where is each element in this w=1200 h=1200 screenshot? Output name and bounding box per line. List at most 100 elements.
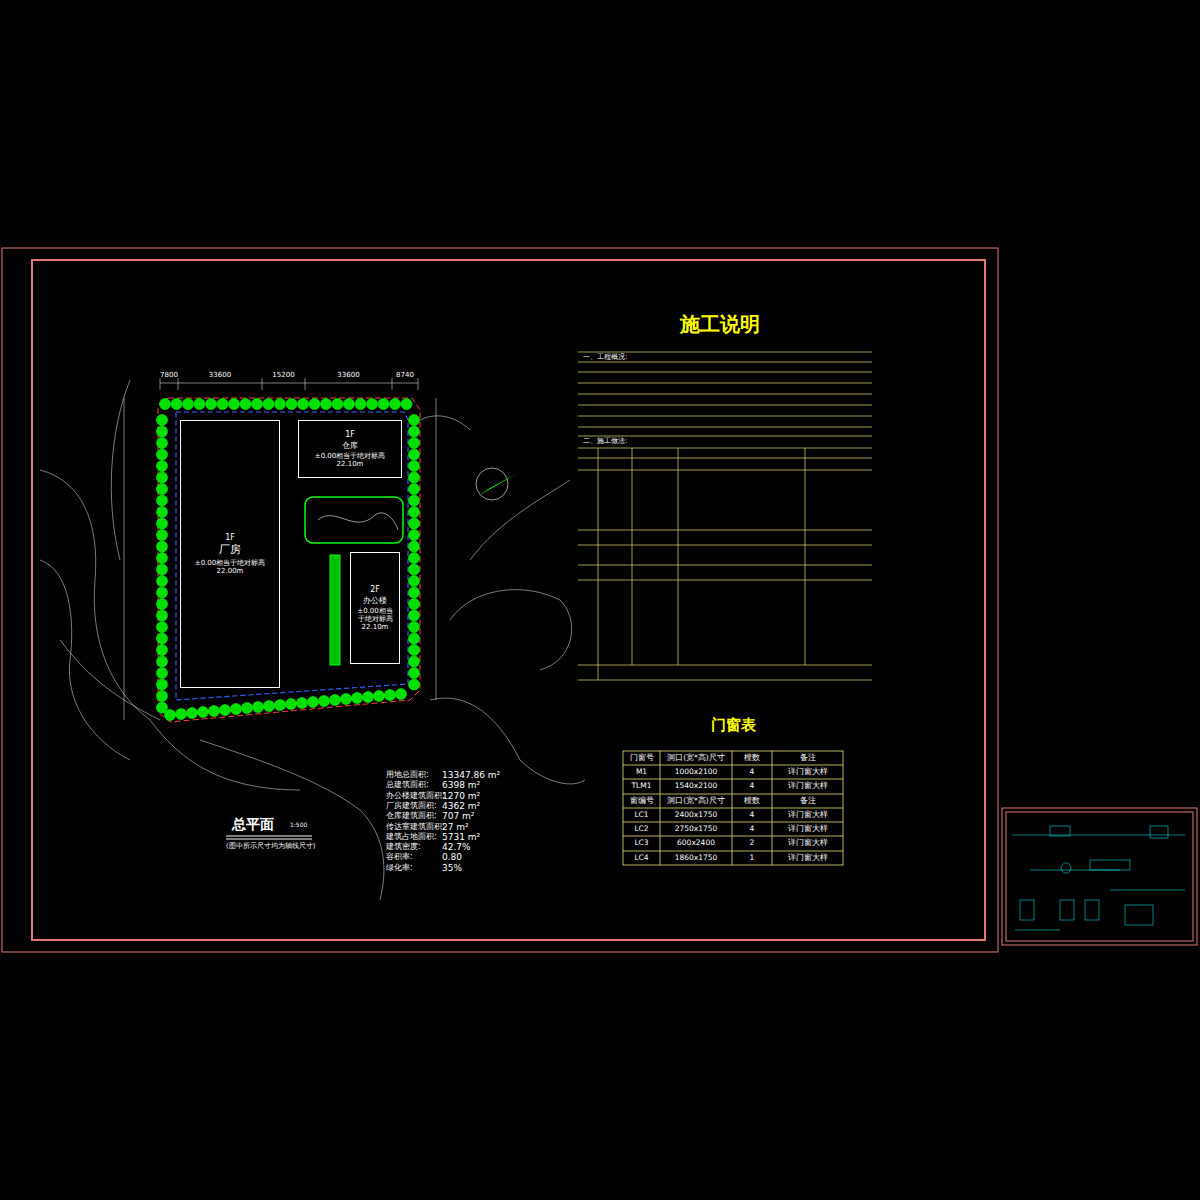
- statistic-text: 4362 m²: [442, 802, 480, 812]
- tree-symbol: [401, 399, 412, 410]
- tree-symbol: [409, 484, 420, 495]
- tree-symbol: [409, 599, 420, 610]
- tree-symbol: [409, 576, 420, 587]
- tree-symbol: [355, 399, 366, 410]
- tree-symbol: [176, 709, 187, 720]
- tree-symbol: [374, 691, 385, 702]
- statistic-text: 707 m²: [442, 812, 474, 822]
- tree-symbol: [157, 415, 168, 426]
- tree-row: [157, 399, 420, 721]
- tree-symbol: [157, 507, 168, 518]
- statistic-text: 27 m²: [442, 823, 469, 833]
- building-label: 1F: [225, 533, 235, 542]
- dimension-text: 8740: [392, 372, 418, 380]
- table-cell: 2: [732, 839, 772, 847]
- table-cell: LC1: [623, 811, 660, 819]
- detail-sheet-frame: [1006, 812, 1193, 941]
- tree-symbol: [344, 399, 355, 410]
- contour-lines: [40, 380, 585, 900]
- dimension-text: 33600: [305, 372, 392, 380]
- table-cell: 备注: [772, 754, 843, 762]
- tree-symbol: [157, 438, 168, 449]
- tree-symbol: [157, 472, 168, 483]
- tree-symbol: [319, 696, 330, 707]
- table-cell: 详门窗大样: [772, 811, 843, 819]
- tree-symbol: [157, 541, 168, 552]
- building-label: 1F: [345, 430, 355, 439]
- tree-symbol: [297, 698, 308, 709]
- tree-symbol: [157, 530, 168, 541]
- table-cell: TLM1: [623, 782, 660, 790]
- tree-symbol: [409, 449, 420, 460]
- tree-symbol: [409, 495, 420, 506]
- notes-heading: 二、施工做法:: [583, 438, 627, 446]
- tree-symbol: [157, 484, 168, 495]
- notes-title: 施工说明: [670, 313, 770, 335]
- tree-symbol: [206, 399, 217, 410]
- tree-symbol: [298, 399, 309, 410]
- drawing-title: 总平面: [232, 817, 274, 832]
- table-cell: 樘数: [732, 797, 772, 805]
- tree-symbol: [209, 706, 220, 717]
- tree-symbol: [363, 692, 374, 703]
- north-arrow: [476, 468, 520, 500]
- tree-symbol: [409, 461, 420, 472]
- tree-symbol: [409, 587, 420, 598]
- statistic-text: 0.80: [442, 853, 462, 863]
- table-cell: 600x2400: [660, 839, 732, 847]
- tree-symbol: [385, 690, 396, 701]
- tree-symbol: [165, 710, 176, 721]
- statistic-text: 厂房建筑面积:: [386, 802, 437, 811]
- tree-symbol: [157, 599, 168, 610]
- statistic-text: 5731 m²: [442, 833, 480, 843]
- tree-symbol: [409, 530, 420, 541]
- table-cell: 4: [732, 768, 772, 776]
- tree-symbol: [160, 399, 171, 410]
- table-cell: 洞口(宽*高)尺寸: [660, 754, 732, 762]
- tree-symbol: [171, 399, 182, 410]
- tree-symbol: [409, 553, 420, 564]
- statistic-text: 用地总面积:: [386, 771, 429, 780]
- table-cell: 窗编号: [623, 797, 660, 805]
- table-cell: 详门窗大样: [772, 768, 843, 776]
- tree-symbol: [409, 426, 420, 437]
- statistic-text: 1270 m²: [442, 792, 480, 802]
- tree-symbol: [157, 622, 168, 633]
- tree-symbol: [157, 610, 168, 621]
- tree-symbol: [275, 700, 286, 711]
- table-cell: 2400x1750: [660, 811, 732, 819]
- tree-symbol: [157, 449, 168, 460]
- door-window-table: [623, 751, 843, 865]
- table-cell: 1860x1750: [660, 854, 732, 862]
- tree-symbol: [220, 705, 231, 716]
- table-cell: M1: [623, 768, 660, 776]
- tree-symbol: [157, 656, 168, 667]
- tree-symbol: [286, 699, 297, 710]
- tree-symbol: [409, 610, 420, 621]
- table-cell: 详门窗大样: [772, 854, 843, 862]
- tree-symbol: [409, 645, 420, 656]
- tree-symbol: [157, 668, 168, 679]
- tree-symbol: [308, 697, 319, 708]
- statistic-text: 42.7%: [442, 843, 471, 853]
- statistic-text: 35%: [442, 864, 462, 874]
- tree-symbol: [157, 633, 168, 644]
- table-cell: 1540x2100: [660, 782, 732, 790]
- tree-symbol: [157, 495, 168, 506]
- statistic-text: 建筑密度:: [386, 843, 421, 852]
- tree-symbol: [240, 399, 251, 410]
- tree-symbol: [321, 399, 332, 410]
- notes-heading: 一、工程概况:: [583, 354, 627, 362]
- tree-symbol: [217, 399, 228, 410]
- tree-symbol: [409, 564, 420, 575]
- table-cell: 详门窗大样: [772, 839, 843, 847]
- title-underline: [226, 836, 312, 839]
- tree-symbol: [409, 668, 420, 679]
- tree-symbol: [378, 399, 389, 410]
- table-cell: 樘数: [732, 754, 772, 762]
- tree-symbol: [242, 703, 253, 714]
- table-cell: 详门窗大样: [772, 825, 843, 833]
- tree-symbol: [252, 399, 263, 410]
- tree-symbol: [157, 564, 168, 575]
- building-label: ±0.00相当于绝对标高22.10m: [354, 607, 396, 631]
